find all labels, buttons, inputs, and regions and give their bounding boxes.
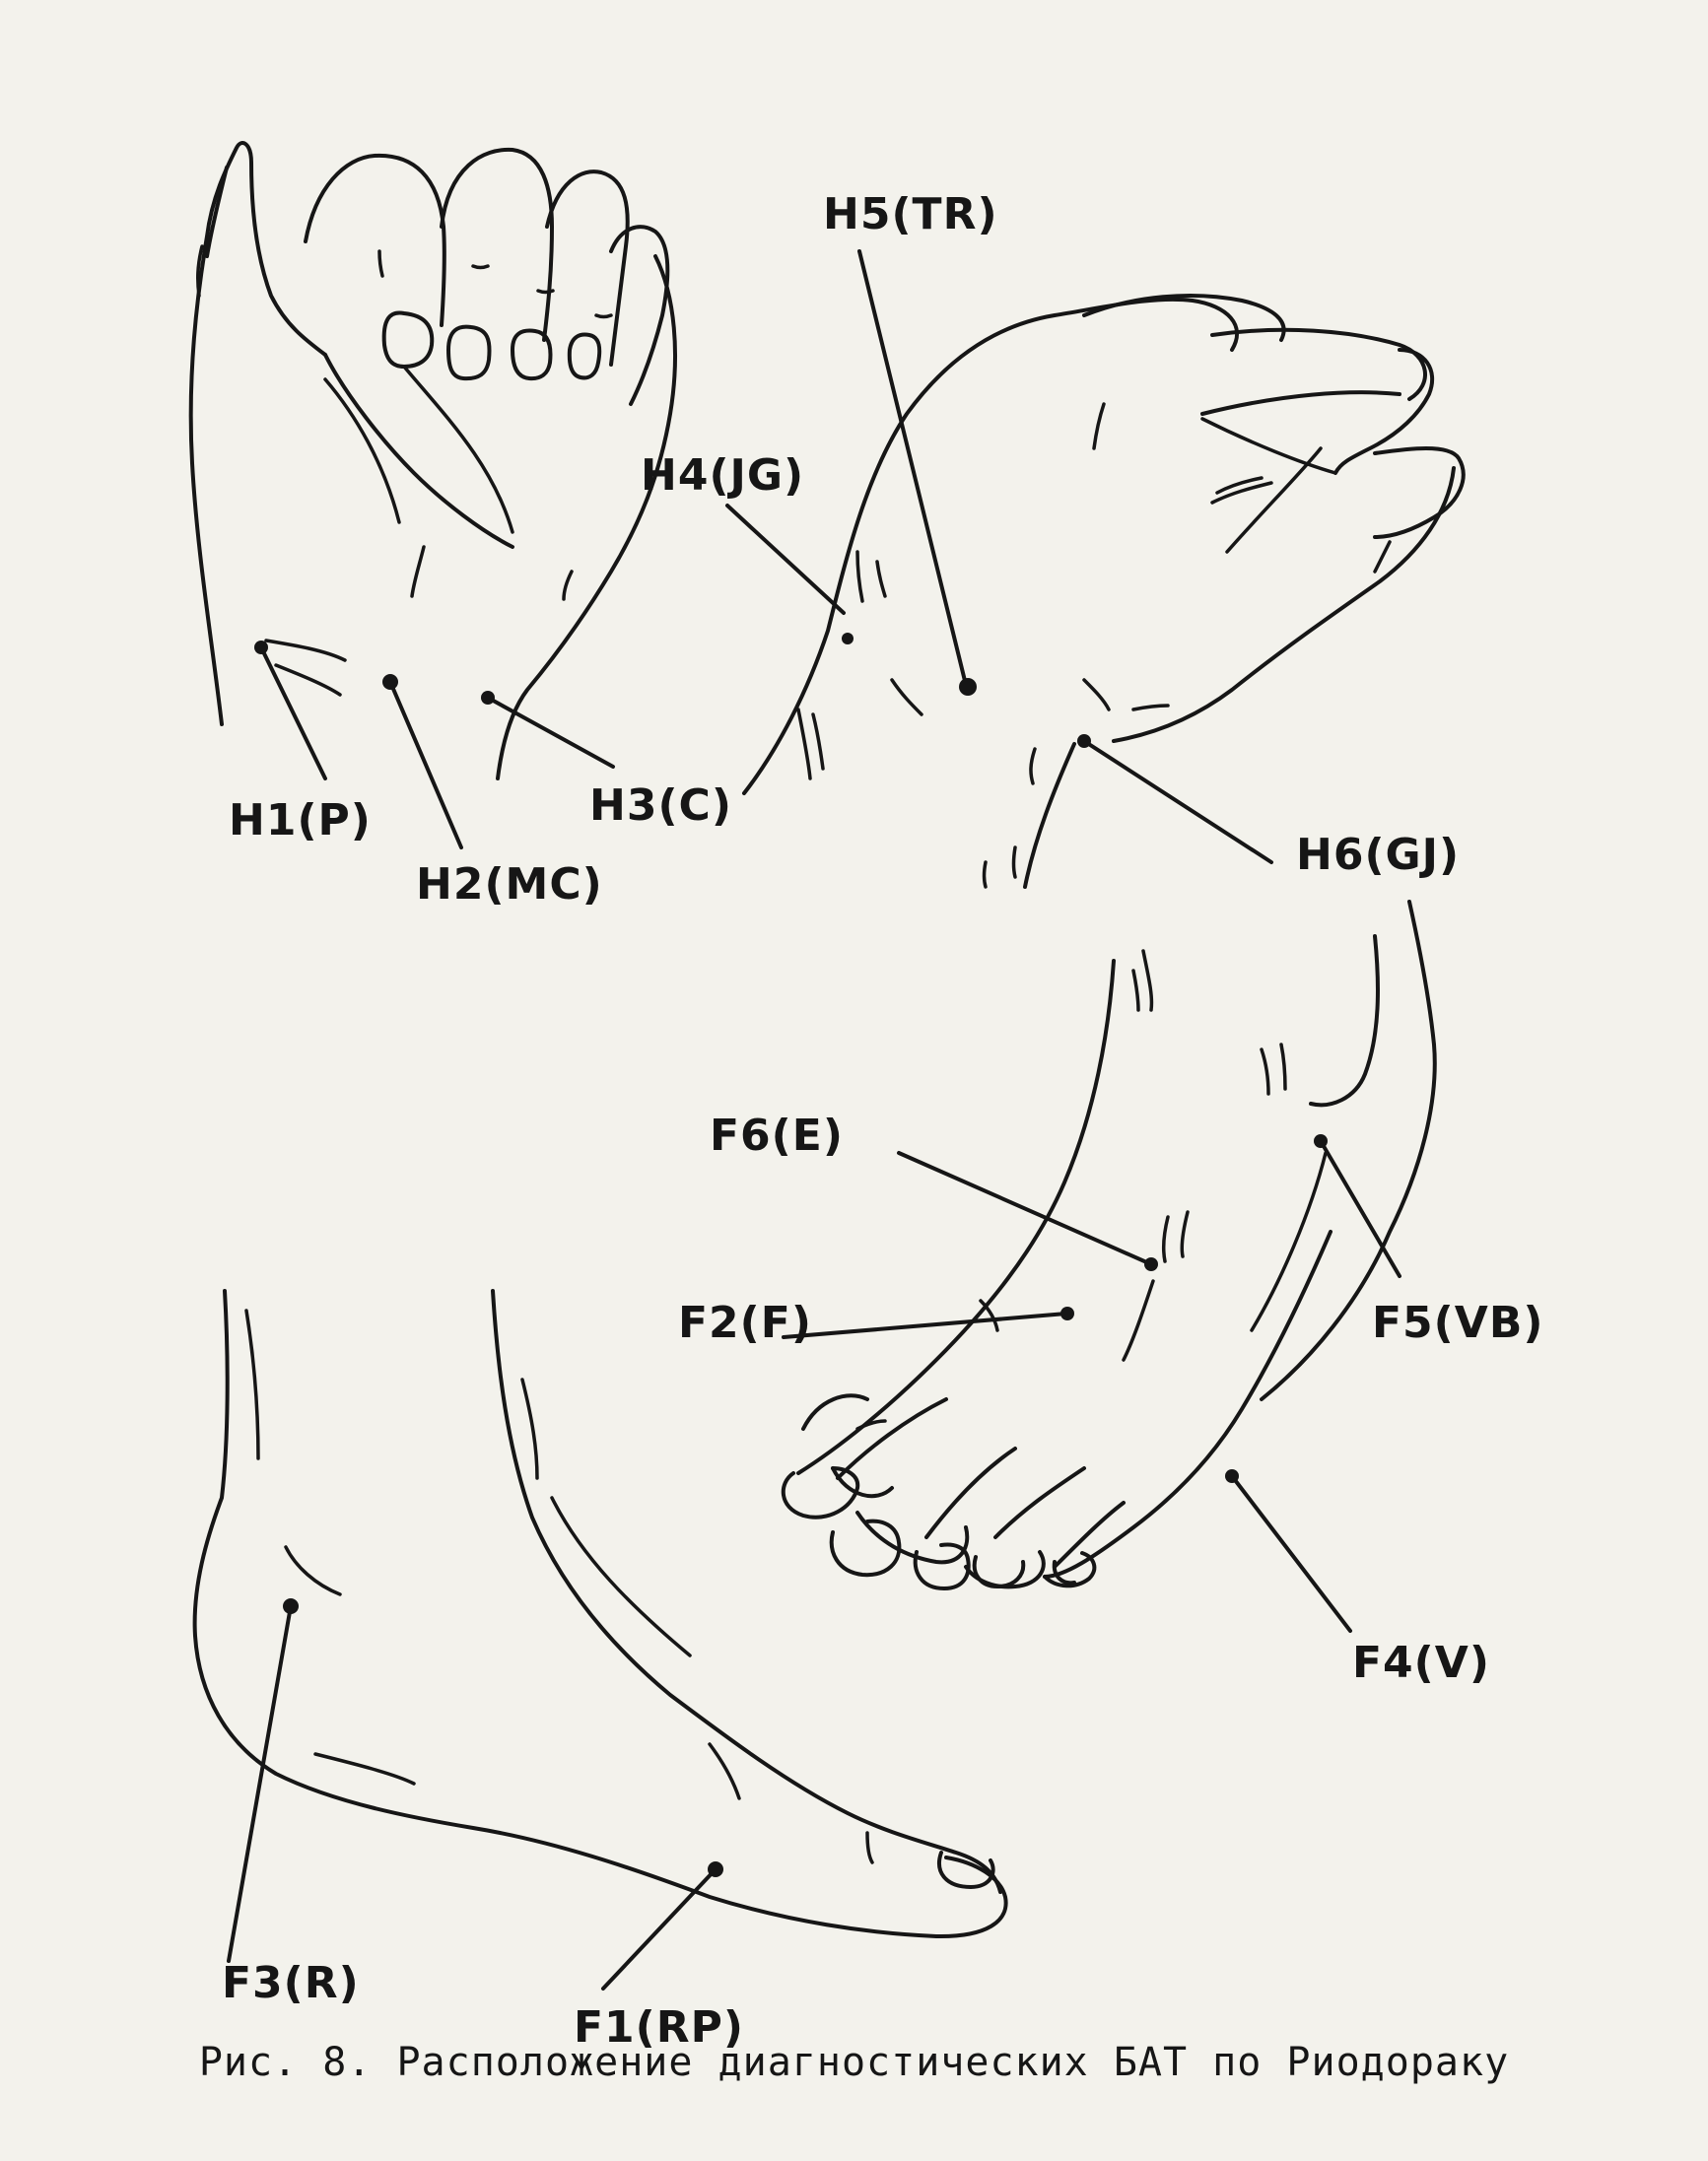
point-f4 — [1225, 1469, 1239, 1483]
point-h1 — [254, 641, 268, 654]
label-h5: H5(TR) — [823, 189, 998, 239]
point-f1 — [708, 1861, 723, 1877]
point-f6 — [1144, 1257, 1158, 1271]
label-h4: H4(JG) — [641, 450, 804, 501]
point-labels: H1(P) H2(MC) H3(C) H4(JG) H5(TR) H6(GJ) … — [222, 189, 1543, 2053]
foot-side-drawing — [192, 1289, 1008, 1939]
label-f1: F1(RP) — [574, 2002, 744, 2053]
label-h3: H3(C) — [589, 780, 732, 831]
label-f2: F2(F) — [678, 1298, 812, 1348]
foot-top-drawing — [781, 900, 1437, 1590]
point-h6 — [1077, 734, 1091, 748]
label-f4: F4(V) — [1352, 1638, 1490, 1688]
point-h2 — [382, 674, 398, 690]
point-f5 — [1314, 1134, 1328, 1148]
label-h1: H1(P) — [229, 795, 372, 845]
point-f2 — [1060, 1307, 1074, 1320]
label-f3: F3(R) — [222, 1958, 360, 2008]
figure-caption: Рис. 8. Расположение диагностических БАТ… — [198, 2040, 1510, 2085]
back-hand-drawing — [742, 294, 1466, 889]
point-h5 — [959, 678, 977, 696]
point-f3 — [283, 1598, 299, 1614]
label-h2: H2(MC) — [416, 859, 603, 910]
point-h4 — [842, 633, 854, 644]
label-f6: F6(E) — [710, 1111, 844, 1161]
label-f5: F5(VB) — [1372, 1298, 1543, 1348]
point-markers — [227, 249, 1401, 1991]
label-h6: H6(GJ) — [1296, 830, 1460, 880]
point-h3 — [481, 691, 495, 705]
palm-hand-drawing — [188, 141, 677, 780]
